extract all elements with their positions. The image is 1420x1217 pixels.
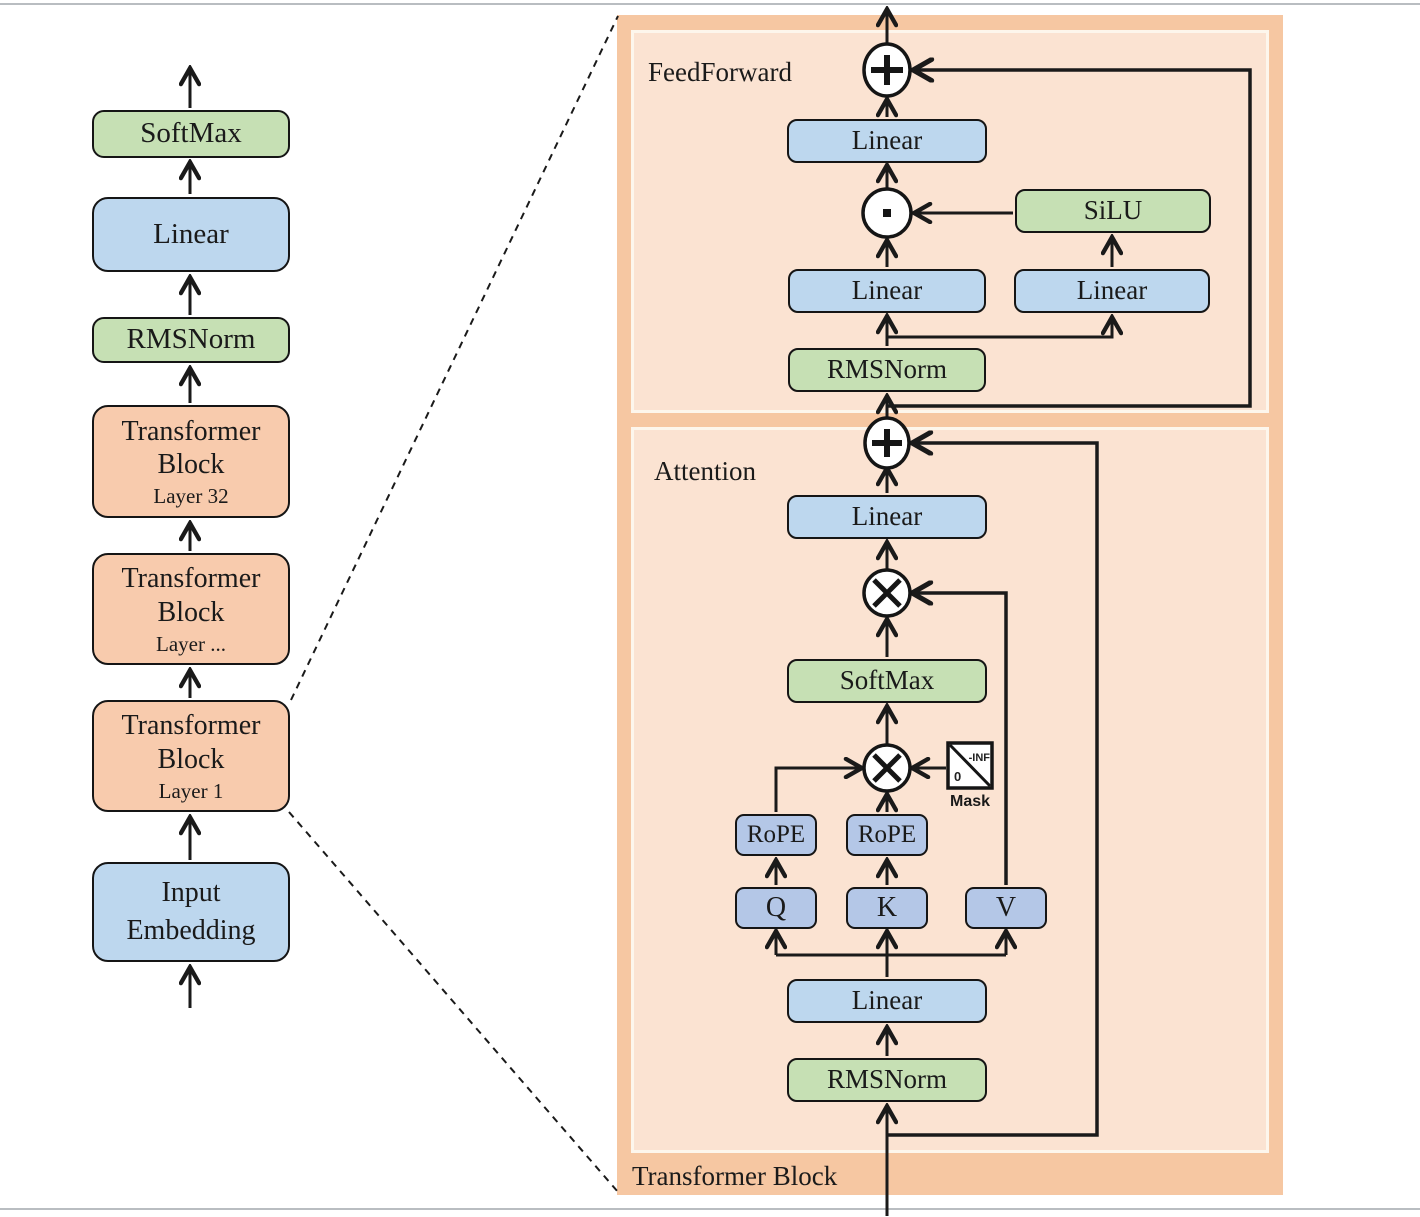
v-to-matmul-line	[913, 593, 1008, 885]
attn-rmsnorm-label: RMSNorm	[826, 1064, 948, 1095]
feedforward-residual-line	[887, 70, 1252, 408]
final-rmsnorm-label: RMSNorm	[126, 323, 256, 356]
final-rmsnorm-box: RMSNorm	[92, 317, 290, 363]
attn-softmax-box: SoftMax	[787, 659, 987, 703]
feedforward-section-label: FeedForward	[648, 57, 792, 87]
v-label: V	[995, 891, 1017, 923]
attn-output-linear-label: Linear	[851, 501, 923, 532]
lm-head-linear-box: Linear	[92, 197, 290, 272]
attn-rmsnorm-box: RMSNorm	[787, 1058, 987, 1102]
causal-mask-icon: -INF 0 Mask	[946, 741, 994, 810]
transformer-block-32-box: Transformer Block Layer 32	[92, 405, 290, 518]
zoom-guide-lines	[288, 15, 619, 1193]
v-box: V	[965, 887, 1047, 929]
attn-softmax-label: SoftMax	[839, 665, 935, 696]
input-embedding-label: Input Embedding	[126, 877, 256, 946]
input-embedding-box: Input Embedding	[92, 862, 290, 962]
transformer-block-panel-label: Transformer Block	[632, 1161, 838, 1191]
transformer-block-ellipsis-box: Transformer Block Layer ...	[92, 553, 290, 665]
ff-rmsnorm-box: RMSNorm	[788, 348, 986, 392]
mask-zero-text: 0	[954, 769, 961, 784]
softmax-label: SoftMax	[140, 117, 242, 150]
path-ropeq-to-matmulqk	[774, 768, 861, 812]
transformer-block-1-box: Transformer Block Layer 1	[92, 700, 290, 812]
blockdots-layer: Layer ...	[156, 631, 226, 656]
rope-q-label: RoPE	[746, 820, 806, 848]
lm-head-linear-label: Linear	[153, 217, 229, 250]
softmax-box: SoftMax	[92, 110, 290, 158]
q-label: Q	[765, 891, 787, 923]
ff-up-linear-box: Linear	[1014, 269, 1210, 313]
k-label: K	[876, 891, 898, 923]
rope-k-label: RoPE	[857, 820, 917, 848]
attn-output-linear-box: Linear	[787, 495, 987, 539]
residual-lines	[887, 70, 1252, 1137]
zoom-guide-top	[290, 15, 619, 701]
ff-residual-add-icon	[862, 42, 912, 98]
blockdots-title: Transformer Block	[121, 563, 261, 628]
bottom-border-line	[0, 1208, 1420, 1210]
attention-residual-line	[887, 443, 1099, 1137]
ff-gate-linear-label: Linear	[851, 275, 923, 306]
rope-k-box: RoPE	[846, 814, 928, 856]
ff-output-linear-label: Linear	[851, 125, 923, 156]
mask-caption: Mask	[950, 793, 990, 810]
ff-rmsnorm-label: RMSNorm	[826, 354, 948, 385]
matmul-v-icon	[862, 568, 912, 618]
block1-layer: Layer 1	[158, 778, 224, 803]
rope-q-box: RoPE	[735, 814, 817, 856]
mask-neginf-text: -INF	[969, 752, 991, 764]
q-box: Q	[735, 887, 817, 929]
zoom-guide-bottom	[288, 811, 619, 1193]
top-border-line	[0, 3, 1420, 5]
detail-flow-lines	[776, 10, 1112, 1216]
block32-title: Transformer Block	[121, 415, 261, 481]
branch-rmsnorm-to-uplinear	[887, 318, 1112, 339]
silu-label: SiLU	[1083, 195, 1143, 226]
attn-residual-add-icon	[863, 416, 911, 470]
elementwise-product-icon	[861, 187, 913, 239]
attention-section-label: Attention	[654, 456, 756, 486]
matmul-qk-icon	[862, 743, 912, 793]
k-box: K	[846, 887, 928, 929]
attention-panel	[631, 427, 1269, 1153]
ff-output-linear-box: Linear	[787, 119, 987, 163]
block32-layer: Layer 32	[153, 484, 229, 509]
block1-title: Transformer Block	[121, 710, 261, 775]
ff-gate-linear-box: Linear	[788, 269, 986, 313]
qkv-linear-box: Linear	[787, 979, 987, 1023]
qkv-linear-label: Linear	[851, 985, 923, 1016]
silu-box: SiLU	[1015, 189, 1211, 233]
ff-up-linear-label: Linear	[1076, 275, 1148, 306]
